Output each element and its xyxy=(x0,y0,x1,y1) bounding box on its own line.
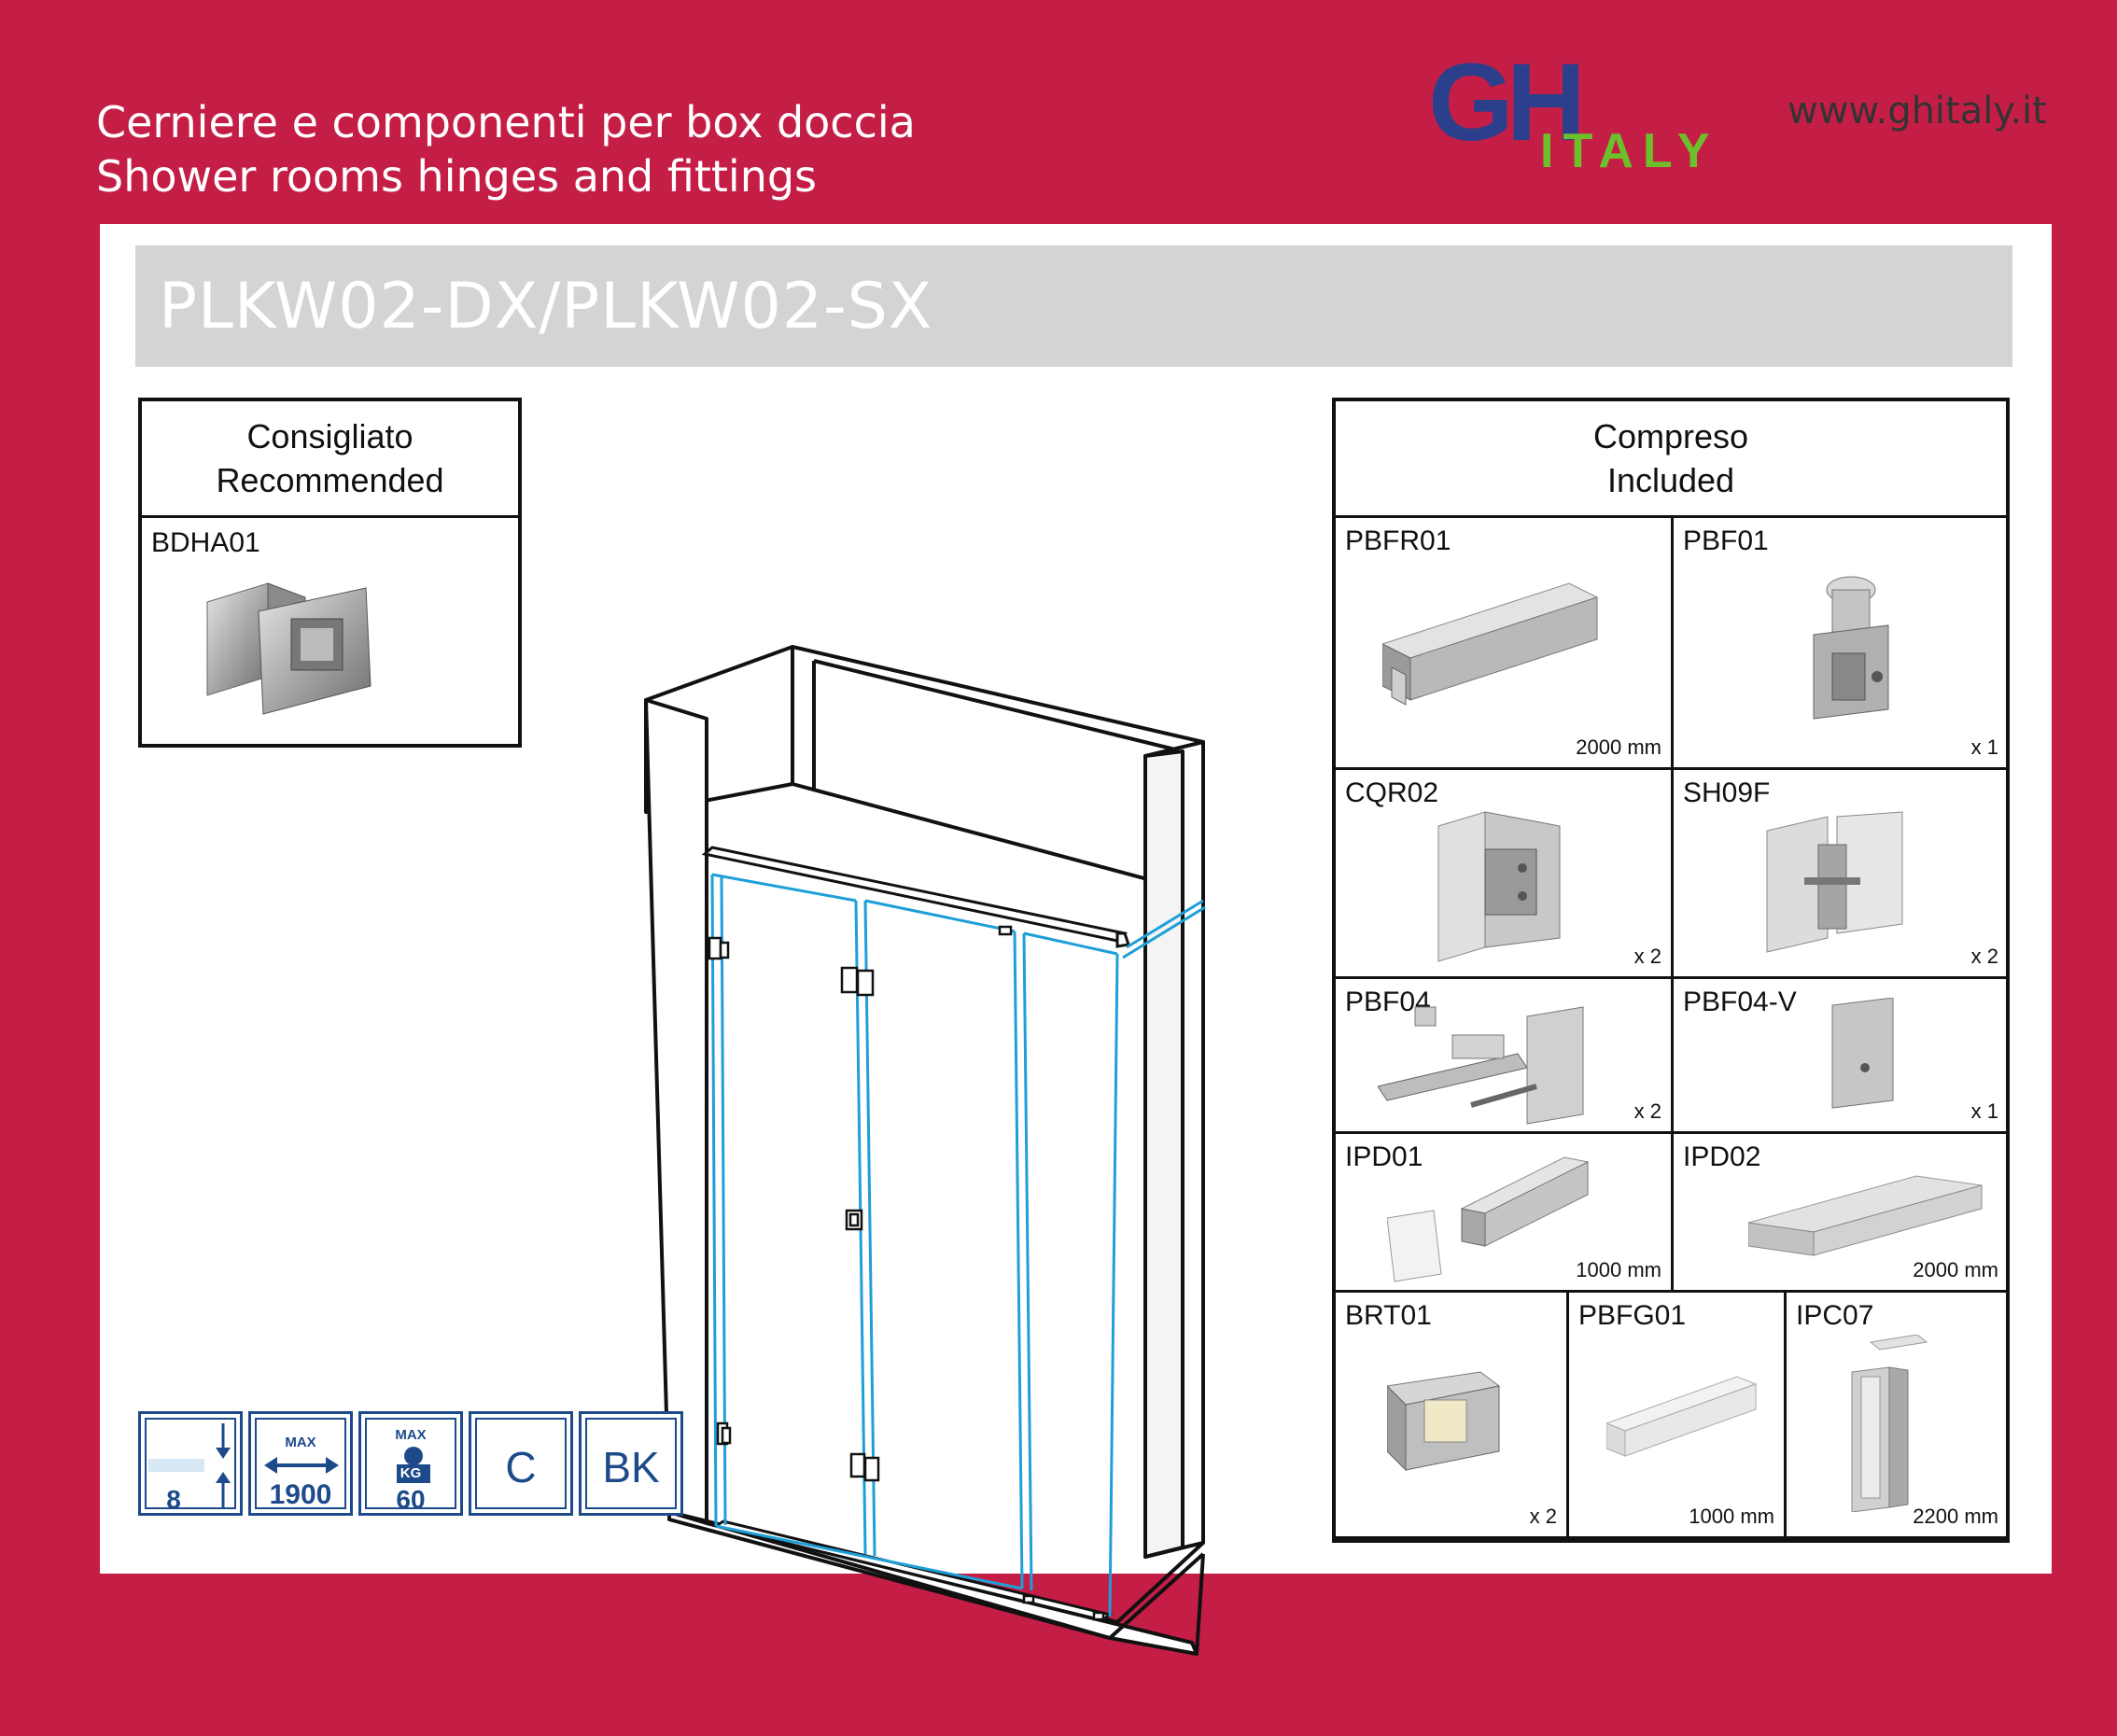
roller-bracket-image xyxy=(1387,1371,1501,1472)
glass-thickness-spec: 8 xyxy=(138,1411,243,1516)
wall-bracket-image xyxy=(1378,1006,1584,1125)
item-qty: 1000 mm xyxy=(1576,1258,1661,1281)
title-bar: PLKW02-DX/PLKW02-SX xyxy=(135,245,2012,367)
spacer-block-image xyxy=(1831,998,1894,1109)
included-heading-en: Included xyxy=(1606,461,1735,499)
clamp-knob-image xyxy=(1813,576,1889,720)
item-qty: 2000 mm xyxy=(1913,1258,1998,1281)
recommended-heading-en: Recommended xyxy=(216,461,444,499)
item-code: CQR02 xyxy=(1345,777,1439,808)
item-qty: 1000 mm xyxy=(1689,1505,1774,1528)
item-code: PBF04-V xyxy=(1683,987,1797,1017)
included-item-pbf01: PBF01 x 1 xyxy=(1674,518,2008,770)
header-line-english: Shower rooms hinges and fittings xyxy=(96,151,818,202)
included-item-ipd02: IPD02 2000 mm xyxy=(1674,1134,2008,1293)
wall-channel-image xyxy=(1851,1335,1928,1512)
max-width-label: MAX xyxy=(285,1435,316,1450)
item-code: IPD01 xyxy=(1345,1141,1423,1172)
weight-icon xyxy=(397,1447,430,1483)
recommended-heading-it: Consigliato xyxy=(246,417,414,455)
item-qty: x 2 xyxy=(1529,1505,1557,1528)
finish-chrome-spec: C xyxy=(469,1411,573,1516)
item-qty: x 1 xyxy=(1970,1099,1998,1123)
gasket-profile-image xyxy=(1606,1376,1758,1457)
included-item-cqr02: CQR02 x 2 xyxy=(1336,770,1674,979)
max-weight-spec: MAX KG 60 xyxy=(358,1411,463,1516)
corner-hinge-image xyxy=(1437,811,1561,962)
included-item-sh09f: SH09F x 2 xyxy=(1674,770,2008,979)
item-code: PBF01 xyxy=(1683,525,1769,556)
included-box: Compreso Included PBFR01 2000 mm PBF01 xyxy=(1332,398,2010,1543)
item-code: IPC07 xyxy=(1796,1300,1874,1331)
width-arrows-icon xyxy=(264,1457,339,1474)
included-heading-it: Compreso xyxy=(1592,417,1749,455)
item-qty: x 2 xyxy=(1970,945,1998,968)
shower-box-diagram xyxy=(644,645,1206,1656)
max-width-spec: MAX 1900 xyxy=(248,1411,353,1516)
glass-thickness-value: 8 xyxy=(166,1485,181,1514)
max-width-value: 1900 xyxy=(269,1479,332,1510)
handle-knob-image xyxy=(206,582,372,715)
finish-black-code: BK xyxy=(602,1443,660,1491)
recommended-heading: Consigliato Recommended xyxy=(142,401,518,518)
product-title: PLKW02-DX/PLKW02-SX xyxy=(159,270,933,343)
glass-hinge-image xyxy=(1766,811,1903,953)
item-code: PBFG01 xyxy=(1578,1300,1687,1331)
recommended-box: Consigliato Recommended BDHA01 xyxy=(138,398,522,748)
weight-unit: KG xyxy=(400,1465,422,1481)
header-line-italian: Cerniere e componenti per box doccia xyxy=(96,97,916,147)
website-link[interactable]: www.ghitaly.it xyxy=(1788,90,2047,133)
included-item-ipd01: IPD01 1000 mm xyxy=(1336,1134,1674,1293)
included-item-pbfg01: PBFG01 1000 mm xyxy=(1569,1293,1787,1539)
item-qty: x 1 xyxy=(1970,735,1998,759)
item-code: PBFR01 xyxy=(1345,525,1451,556)
thickness-arrows-icon xyxy=(148,1423,231,1507)
item-qty: x 2 xyxy=(1633,1099,1661,1123)
included-item-pbf04: PBF04 x 2 xyxy=(1336,979,1674,1134)
profile-rail-image xyxy=(1382,582,1599,706)
max-weight-value: 60 xyxy=(396,1485,426,1514)
item-qty: x 2 xyxy=(1633,945,1661,968)
finish-black-spec: BK xyxy=(579,1411,683,1516)
item-code: BRT01 xyxy=(1345,1300,1432,1331)
logo-sub-text: ITALY xyxy=(1540,124,1719,171)
finish-chrome-code: C xyxy=(505,1443,537,1491)
spec-icon-row: 8 MAX 1900 MAX KG 60 C xyxy=(138,1411,689,1521)
included-item-pbf04-v: PBF04-V x 1 xyxy=(1674,979,2008,1134)
item-qty: 2000 mm xyxy=(1576,735,1661,759)
item-code: IPD02 xyxy=(1683,1141,1761,1172)
included-heading: Compreso Included xyxy=(1336,401,2006,518)
product-sheet-panel: PLKW02-DX/PLKW02-SX Consigliato Recommen… xyxy=(100,224,2052,1656)
included-item-ipc07: IPC07 2200 mm xyxy=(1787,1293,2008,1539)
max-weight-label: MAX xyxy=(395,1427,427,1443)
floor-threshold-image xyxy=(1748,1175,1983,1256)
logo-main-text: GH xyxy=(1428,54,1579,164)
item-qty: 2200 mm xyxy=(1913,1505,1998,1528)
included-item-pbfr01: PBFR01 2000 mm xyxy=(1336,518,1674,770)
ghitaly-logo: GH ITALY xyxy=(1428,54,1719,171)
recommended-code: BDHA01 xyxy=(151,527,260,558)
item-code: SH09F xyxy=(1683,777,1771,808)
included-item-brt01: BRT01 x 2 xyxy=(1336,1293,1569,1539)
threshold-profile-image xyxy=(1387,1156,1590,1282)
